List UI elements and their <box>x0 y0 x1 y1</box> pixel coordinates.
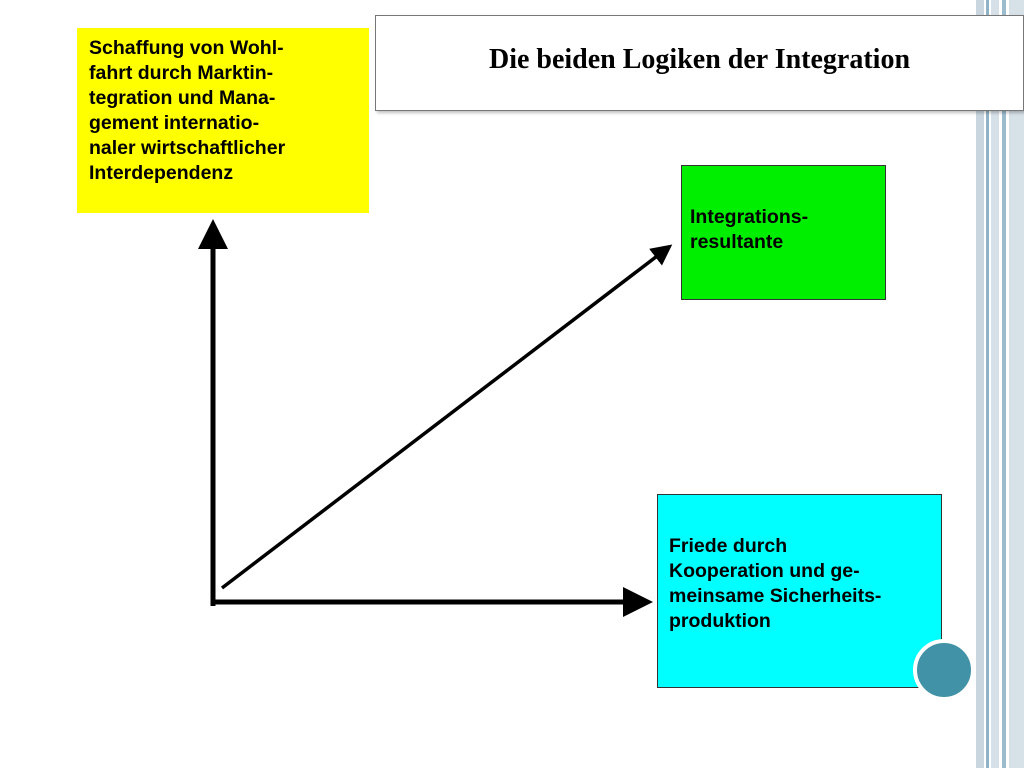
box-text-line: Kooperation und ge- <box>669 560 860 582</box>
edge-stripe <box>976 0 984 768</box>
peace-cooperation-box: Friede durch Kooperation und ge- meinsam… <box>657 494 942 688</box>
title-box: Die beiden Logiken der Integration <box>375 15 1024 111</box>
box-text-line: naler wirtschaftlicher <box>89 137 286 159</box>
box-text-line: Friede durch <box>669 535 788 557</box>
box-text-line: Integrations- <box>690 206 809 228</box>
edge-stripes-decoration <box>976 0 1024 768</box>
box-text-line: gement internatio- <box>89 112 260 134</box>
box-text-line: meinsame Sicherheits- <box>669 585 882 607</box>
slide-title: Die beiden Logiken der Integration <box>488 44 911 75</box>
decorative-circle <box>913 639 975 701</box>
edge-stripe <box>986 0 989 768</box>
box-text-line: fahrt durch Marktin- <box>89 62 274 84</box>
welfare-integration-box: Schaffung von Wohl- fahrt durch Marktin-… <box>77 28 369 213</box>
edge-stripe <box>991 0 999 768</box>
box-text-line: tegration und Mana- <box>89 87 276 109</box>
box-text-line: Interdependenz <box>89 162 234 184</box>
diagonal-resultant-arrow <box>220 244 673 590</box>
integration-resultant-box: Integrations- resultante <box>681 165 886 300</box>
box-text-line: produktion <box>669 610 771 632</box>
edge-stripe <box>1009 0 1024 768</box>
edge-stripe <box>1002 0 1006 768</box>
box-text-line: resultante <box>690 231 784 253</box>
box-text-line: Schaffung von Wohl- <box>89 37 284 59</box>
